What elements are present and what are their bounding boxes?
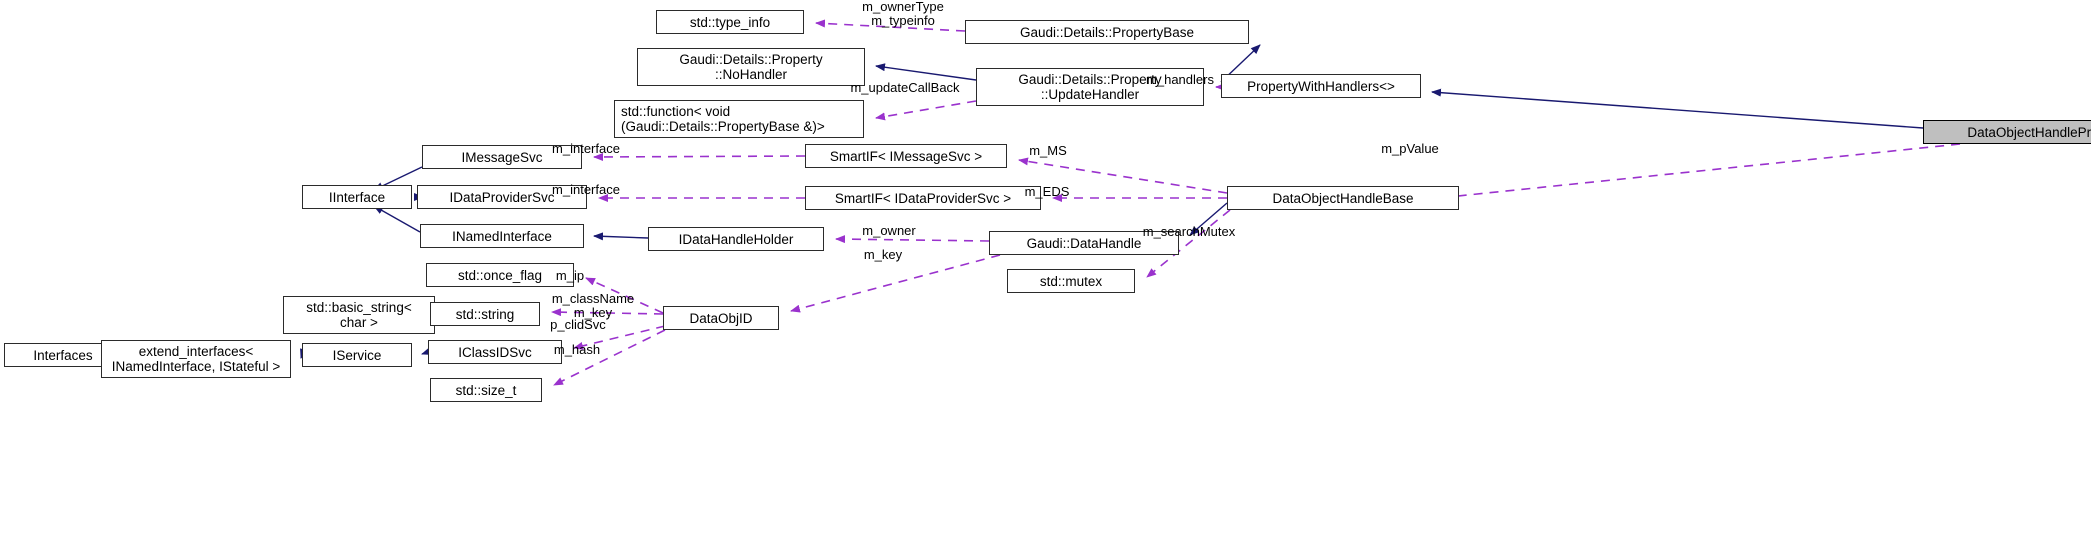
node-extend-interfaces[interactable]: extend_interfaces< INamedInterface, ISta… [101, 340, 291, 378]
node-std-once-flag[interactable]: std::once_flag [426, 263, 574, 287]
edge-label-m-ip: m_ip [555, 268, 585, 283]
node-dataobjecthandlebase[interactable]: DataObjectHandleBase [1227, 186, 1459, 210]
edge-label-m-interface-dataprovidersvc: m_interface [552, 182, 620, 197]
node-dataobjecthandleproperty[interactable]: DataObjectHandleProperty [1923, 120, 2091, 144]
edge-datahandle-dataobjid [790, 254, 1001, 313]
node-std-basic-string-char[interactable]: std::basic_string< char > [283, 296, 435, 334]
edge-label-p-clidsvc: p_clidSvc [550, 317, 606, 332]
node-idatahandleholder[interactable]: IDataHandleHolder [648, 227, 824, 251]
edge-dataobjid-onceflag [585, 277, 664, 314]
edge-label-m-searchmutex: m_searchMutex [1142, 224, 1236, 239]
edge-label-m-hash: m_hash [553, 342, 601, 357]
edge-label-m-interface-messagesvc: m_interface [552, 141, 620, 156]
edge-updatehandler-nohandler [875, 63, 977, 81]
edge-propertybase-typeinfo [815, 19, 966, 32]
node-iclassidsvc[interactable]: IClassIDSvc [428, 340, 562, 364]
node-std-function-void-propertybase[interactable]: std::function< void (Gaudi::Details::Pro… [614, 100, 864, 138]
edge-iclassidsvc-iservice [421, 347, 432, 355]
node-iinterface[interactable]: IInterface [302, 185, 412, 209]
edge-label-m-eds: m_EDS [1024, 184, 1070, 199]
edge-label-m-ownertype: m_ownerType m_typeinfo [862, 0, 944, 28]
edge-dohbase-datahandle [1189, 202, 1228, 236]
edge-dataobjid-stdstring [551, 308, 664, 317]
node-gaudi-datahandle[interactable]: Gaudi::DataHandle [989, 231, 1179, 255]
node-std-type-info[interactable]: std::type_info [656, 10, 804, 34]
node-gaudi-details-property-nohandler[interactable]: Gaudi::Details::Property ::NoHandler [637, 48, 865, 86]
node-smartif-idataprovidersvc[interactable]: SmartIF< IDataProviderSvc > [805, 186, 1041, 210]
node-iservice[interactable]: IService [302, 343, 412, 367]
edge-label-m-key-datahandle: m_key [863, 247, 903, 262]
edge-dohbase-smartifms [1018, 157, 1228, 194]
edge-label-m-handlers: m_handlers [1146, 72, 1214, 87]
edge-dohproperty-dohbase [1399, 143, 1961, 206]
node-gaudi-details-propertybase[interactable]: Gaudi::Details::PropertyBase [965, 20, 1249, 44]
node-idataprovidersvc[interactable]: IDataProviderSvc [417, 185, 587, 209]
node-std-string[interactable]: std::string [430, 302, 540, 326]
node-inamedinterface[interactable]: INamedInterface [420, 224, 584, 248]
edge-label-m-classname-m-key: m_className m_key [551, 291, 635, 320]
node-smartif-imessagesvc[interactable]: SmartIF< IMessageSvc > [805, 144, 1007, 168]
edge-updatehandler-stdfunction [875, 100, 977, 121]
edge-label-m-owner: m_owner [862, 223, 916, 238]
edge-idatahandleholder-inamedinterface [593, 232, 649, 241]
node-imessagesvc[interactable]: IMessageSvc [422, 145, 582, 169]
edge-label-m-updatecallback: m_updateCallBack [850, 80, 960, 95]
node-propertywithhandlers[interactable]: PropertyWithHandlers<> [1221, 74, 1421, 98]
edge-datahandle-idatahandleholder [835, 235, 990, 244]
edge-smartifms-imessagesvc [593, 152, 806, 161]
usage-edges [551, 19, 1961, 386]
edge-dataobjid-sizet [553, 329, 666, 386]
node-gaudi-details-property-updatehandler[interactable]: Gaudi::Details::Property ::UpdateHandler [976, 68, 1204, 106]
edge-inamedinterface-iinterface [373, 205, 421, 233]
node-std-mutex[interactable]: std::mutex [1007, 269, 1135, 293]
edge-label-m-ms: m_MS [1029, 143, 1067, 158]
edge-dohproperty-propwithhandlers [1431, 88, 1924, 129]
node-std-size-t[interactable]: std::size_t [430, 378, 542, 402]
node-dataobjid[interactable]: DataObjID [663, 306, 779, 330]
edge-iservice-extendinterfaces [300, 348, 308, 359]
edge-dohbase-mutex [1146, 209, 1231, 278]
edge-label-m-pvalue: m_pValue [1381, 141, 1439, 156]
